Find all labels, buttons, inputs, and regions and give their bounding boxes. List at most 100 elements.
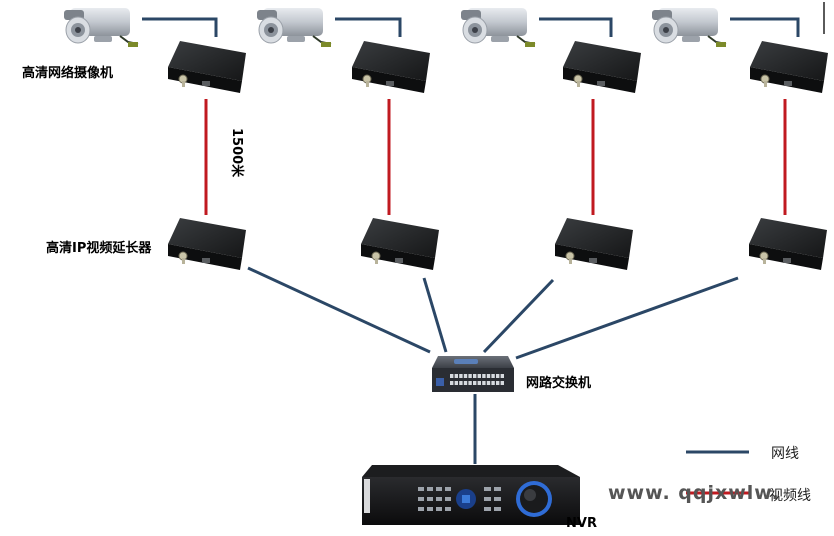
switch-port xyxy=(468,381,472,385)
nvr-button xyxy=(418,497,424,501)
extender-front xyxy=(563,67,637,93)
extender-front xyxy=(555,244,629,270)
nvr-button xyxy=(484,487,491,491)
camera-lens-center xyxy=(472,27,478,33)
nvr-button xyxy=(484,507,491,511)
nvr-side-panel xyxy=(364,479,370,513)
network-cable xyxy=(730,17,800,37)
network-cable xyxy=(515,276,739,360)
extender-front xyxy=(750,67,824,93)
camera-mount xyxy=(682,36,700,42)
extender-top xyxy=(750,41,828,81)
extender-front xyxy=(361,244,435,270)
switch-port xyxy=(496,381,500,385)
rj45-port-icon xyxy=(597,81,605,86)
camera-lens-center xyxy=(75,27,81,33)
extender-front xyxy=(749,244,823,270)
nvr-button xyxy=(436,497,442,501)
switch-status-panel xyxy=(436,378,444,386)
distance-label: 1500米 xyxy=(229,128,244,178)
nvr-button xyxy=(436,507,442,511)
camera-connector xyxy=(525,42,535,47)
extender-top xyxy=(361,218,439,258)
extender-front xyxy=(352,67,426,93)
nvr-button xyxy=(445,487,451,491)
switch-port xyxy=(468,374,472,378)
extender-top xyxy=(749,218,827,258)
receiver-3 xyxy=(555,218,633,270)
camera-lens-center xyxy=(268,27,274,33)
switch-port xyxy=(500,381,504,385)
switch-port xyxy=(473,374,477,378)
transmitter-2 xyxy=(352,41,430,93)
nvr-button xyxy=(494,507,501,511)
switch-port xyxy=(473,381,477,385)
receiver-2 xyxy=(361,218,439,270)
legend-video-cable-label: 视频线 xyxy=(769,488,811,504)
extender-top xyxy=(555,218,633,258)
nvr-button xyxy=(494,497,501,501)
nvr-button xyxy=(418,507,424,511)
receiver-1 xyxy=(168,218,246,270)
bnc-pin xyxy=(182,258,185,264)
rj45-port-icon xyxy=(589,258,597,263)
bnc-pin xyxy=(366,81,369,87)
camera-connector xyxy=(321,42,331,47)
camera-1 xyxy=(64,8,139,47)
camera-label: 高清网络摄像机 xyxy=(22,66,114,81)
transmitter-3 xyxy=(563,41,641,93)
camera-connector xyxy=(128,42,138,47)
network-cable xyxy=(482,278,555,354)
switch-port xyxy=(450,374,454,378)
camera-lens-center xyxy=(663,27,669,33)
camera-mount xyxy=(287,36,305,42)
bnc-pin xyxy=(577,81,580,87)
switch-port xyxy=(463,381,468,385)
camera-2 xyxy=(257,8,332,47)
extender-front xyxy=(168,244,242,270)
switch-port xyxy=(477,381,481,385)
switch-port xyxy=(450,381,454,385)
switch-port xyxy=(459,381,463,385)
nvr-button xyxy=(427,487,433,491)
switch-port xyxy=(486,374,491,378)
network-cable xyxy=(422,277,448,353)
nvr xyxy=(362,465,580,525)
camera-connector xyxy=(716,42,726,47)
nvr-button xyxy=(427,507,433,511)
extender-top xyxy=(352,41,430,81)
legend-network-cable-label: 网线 xyxy=(771,446,799,462)
rj45-port-icon xyxy=(784,81,792,86)
nvr-button xyxy=(484,497,491,501)
receiver-4 xyxy=(749,218,827,270)
bnc-pin xyxy=(569,258,572,264)
switch-port xyxy=(482,381,486,385)
bnc-pin xyxy=(763,258,766,264)
switch-port xyxy=(491,381,495,385)
switch-port xyxy=(482,374,486,378)
extender-front xyxy=(168,67,242,93)
switch-front xyxy=(432,368,514,392)
switch-port xyxy=(500,374,504,378)
extender-top xyxy=(563,41,641,81)
transmitter-1 xyxy=(168,41,246,93)
nvr-label: NVR xyxy=(566,516,597,531)
switch-port xyxy=(454,381,458,385)
switch-port xyxy=(459,374,463,378)
nvr-button xyxy=(494,487,501,491)
network-cable xyxy=(335,17,402,37)
rj45-port-icon xyxy=(202,81,210,86)
extender-top xyxy=(168,218,246,258)
rj45-port-icon xyxy=(395,258,403,263)
network-switch xyxy=(432,356,514,392)
rj45-port-icon xyxy=(202,258,210,263)
switch-port xyxy=(496,374,500,378)
switch-label: 网路交换机 xyxy=(526,376,592,391)
nvr-button xyxy=(445,507,451,511)
bnc-pin xyxy=(182,81,185,87)
rj45-port-icon xyxy=(386,81,394,86)
rj45-port-icon xyxy=(783,258,791,263)
nvr-button xyxy=(427,497,433,501)
